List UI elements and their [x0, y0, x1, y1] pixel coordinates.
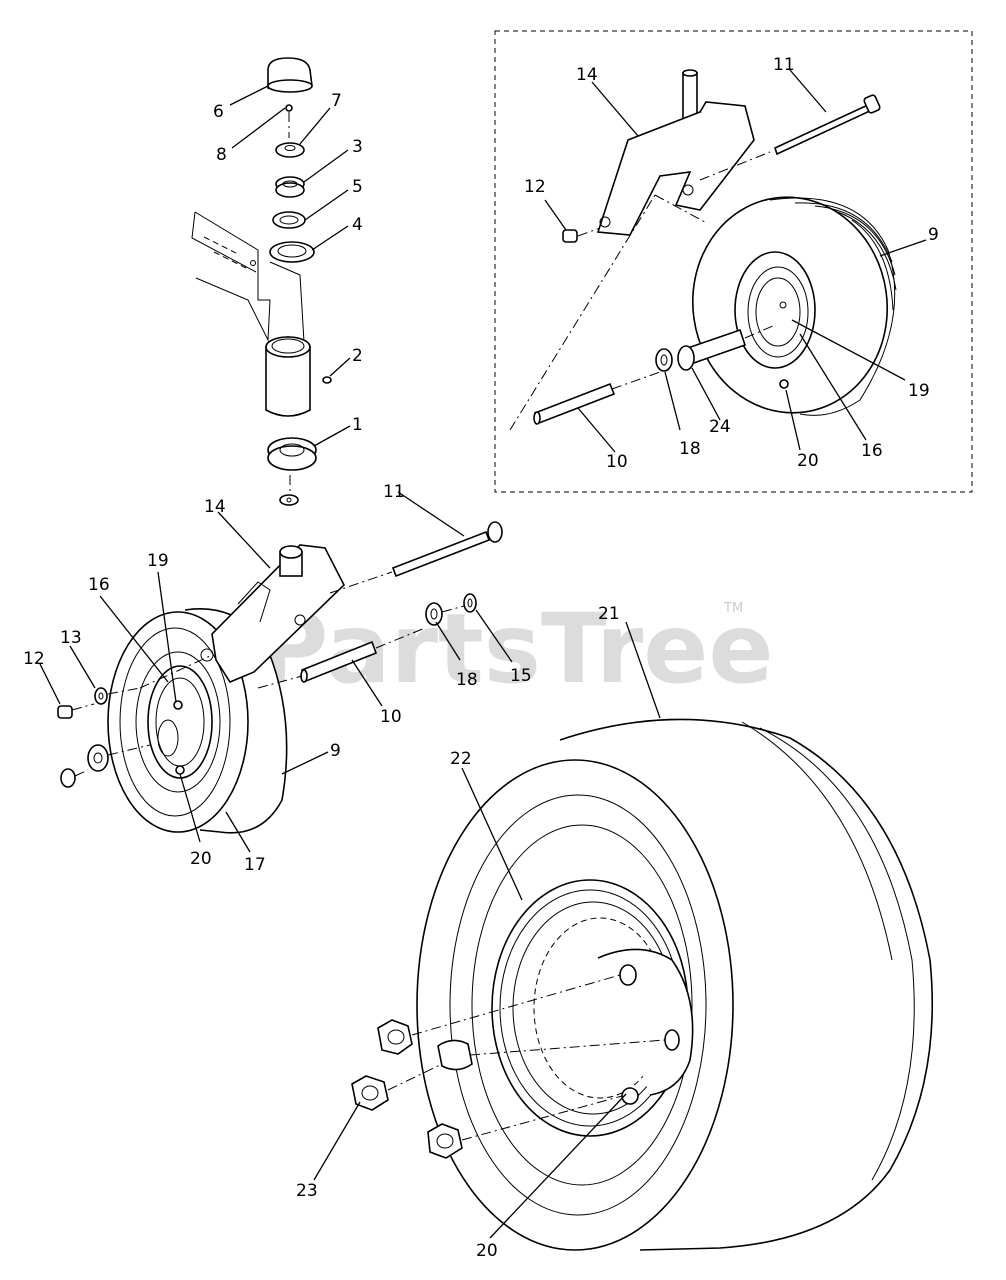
- callout-5: 5: [352, 177, 363, 197]
- callout-10: 10: [380, 707, 402, 727]
- callout-13: 13: [60, 628, 82, 648]
- inset-callout-16: 16: [861, 441, 883, 461]
- callout-16: 16: [88, 575, 110, 595]
- callout-17: 17: [244, 855, 266, 875]
- inset-callout-11: 11: [773, 55, 795, 75]
- inset-callout-24: 24: [709, 417, 731, 437]
- leader-lines: [39, 69, 927, 1239]
- callout-2: 2: [352, 346, 363, 366]
- callout-11: 11: [383, 482, 405, 502]
- callout-23: 23: [296, 1181, 318, 1201]
- callout-9: 9: [330, 741, 341, 761]
- callout-1: 1: [352, 415, 363, 435]
- inset-fork: [596, 69, 755, 236]
- callouts: 6 7 8 3 5 4 2 1 14 11 12 9 19 24 18 10 2…: [23, 55, 939, 1261]
- callout-20-drive-wheel: 20: [476, 1241, 498, 1261]
- inset-nut: [562, 227, 601, 243]
- inset-axle-bolt: [699, 94, 881, 181]
- inset-callout-9: 9: [928, 225, 939, 245]
- callout-7: 7: [331, 91, 342, 111]
- caster-stem-assembly: [191, 57, 332, 506]
- callout-21: 21: [598, 604, 620, 624]
- callout-15: 15: [510, 666, 532, 686]
- callout-19: 19: [147, 551, 169, 571]
- inset-box: [494, 30, 973, 493]
- inset-callout-20: 20: [797, 451, 819, 471]
- watermark-text: PartsTree: [258, 593, 773, 705]
- callout-8: 8: [216, 145, 227, 165]
- inset-callout-19: 19: [908, 381, 930, 401]
- inset-callout-10: 10: [606, 452, 628, 472]
- callout-18: 18: [456, 670, 478, 690]
- inset-callout-14: 14: [576, 65, 598, 85]
- inset-spacer-tube: [533, 324, 776, 425]
- inset-callout-18: 18: [679, 439, 701, 459]
- caster-wheel-assembly: [57, 521, 503, 834]
- callout-6: 6: [213, 102, 224, 122]
- drive-wheel-assembly: [351, 718, 934, 1251]
- watermark-trademark: TM: [723, 601, 743, 616]
- callout-20: 20: [190, 849, 212, 869]
- callout-22: 22: [450, 749, 472, 769]
- callout-4: 4: [352, 215, 363, 235]
- callout-12: 12: [23, 649, 45, 669]
- callout-14: 14: [204, 497, 226, 517]
- callout-3: 3: [352, 137, 363, 157]
- inset-wheel: [691, 196, 897, 416]
- inset-callout-12: 12: [524, 177, 546, 197]
